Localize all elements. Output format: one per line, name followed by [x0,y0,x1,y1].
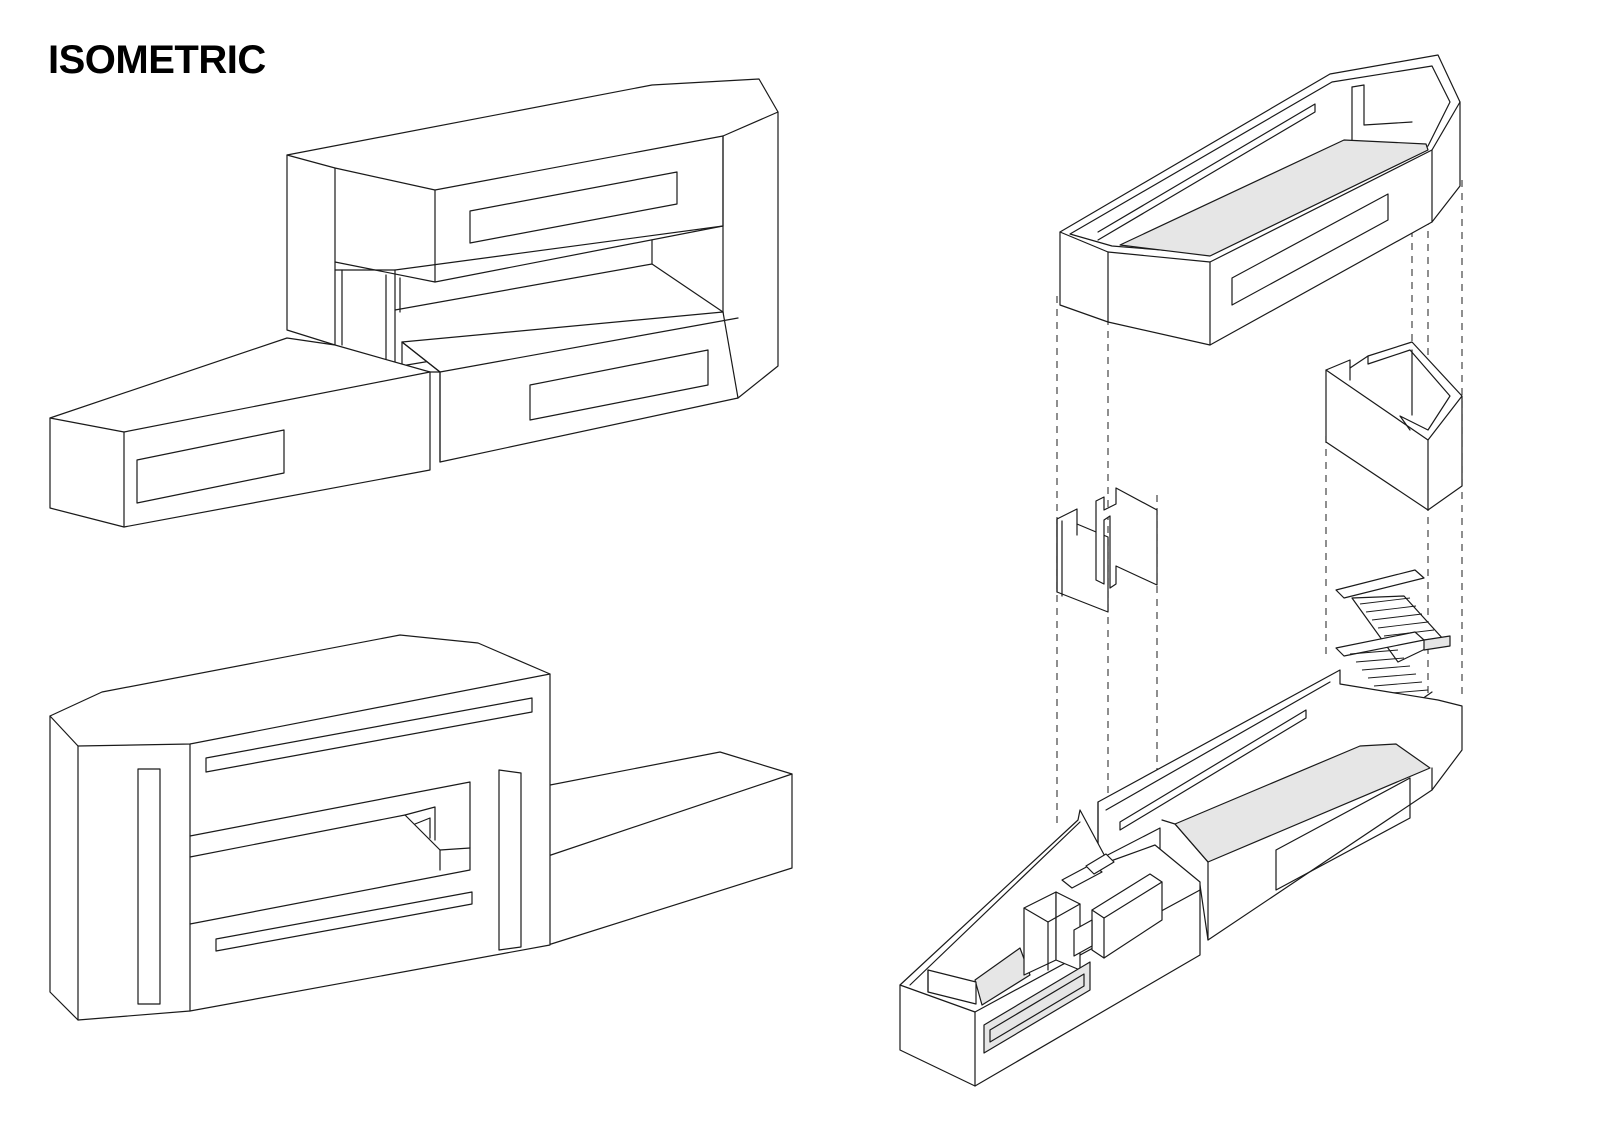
wall-pieces-middle [1056,487,1158,613]
exploded-isometric-view [899,54,1463,1087]
low-extension [544,751,793,946]
sheet-title: ISOMETRIC [48,38,266,82]
main-mass [49,634,551,1021]
stair-tower-upper [1325,341,1463,511]
upper-floor-module [1059,54,1461,346]
isometric-view-front-upper [49,78,779,528]
lower-left-block [49,337,431,528]
isometric-view-rear-lower [49,634,793,1021]
lower-wing-module [899,809,1201,1087]
